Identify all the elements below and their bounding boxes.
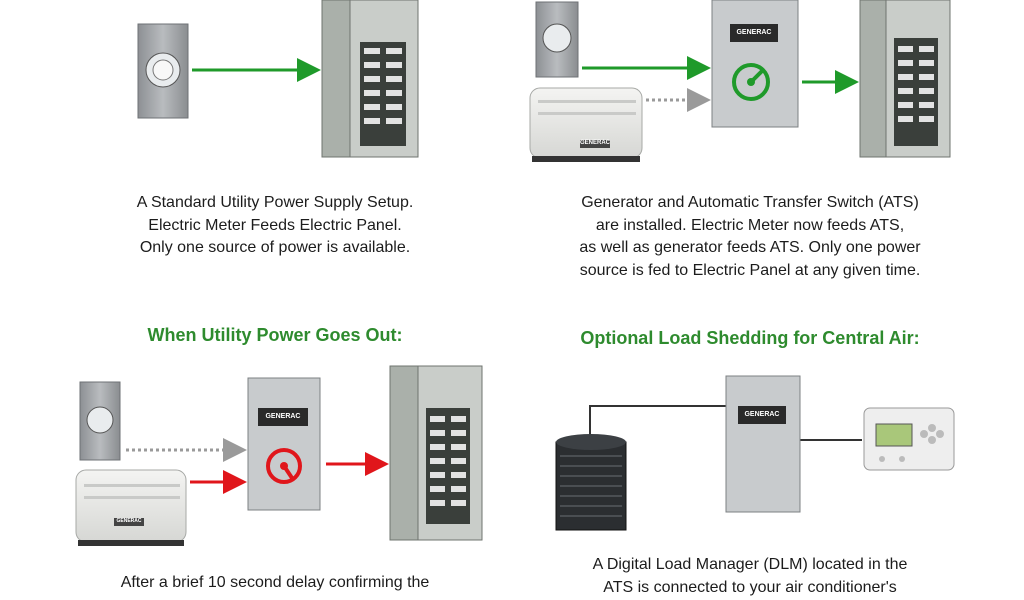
transfer-switch-icon	[248, 378, 320, 510]
transfer-switch-icon	[712, 0, 798, 127]
thermostat-icon	[864, 408, 954, 470]
transfer-switch-icon	[726, 376, 800, 512]
brand-label: GENERAC	[114, 518, 144, 524]
air-conditioner-icon	[556, 434, 626, 530]
electric-meter-icon	[138, 24, 188, 118]
caption-dlm: A Digital Load Manager (DLM) located in …	[520, 554, 980, 599]
caption-standard-setup: A Standard Utility Power Supply Setup. E…	[70, 192, 480, 260]
electric-meter-icon	[536, 2, 578, 77]
heading-power-outage: When Utility Power Goes Out:	[60, 325, 490, 346]
brand-label: GENERAC	[738, 411, 786, 418]
breaker-panel-icon	[860, 0, 950, 157]
caption-outage: After a brief 10 second delay confirming…	[60, 572, 490, 595]
brand-label: GENERAC	[574, 140, 616, 146]
heading-load-shedding: Optional Load Shedding for Central Air:	[520, 328, 980, 349]
breaker-panel-icon	[322, 0, 418, 157]
breaker-panel-icon	[390, 366, 482, 540]
brand-label: GENERAC	[258, 413, 308, 420]
electric-meter-icon	[80, 382, 120, 460]
generator-icon	[76, 470, 186, 546]
caption-ats-setup: Generator and Automatic Transfer Switch …	[520, 192, 980, 282]
generator-icon	[530, 88, 642, 162]
brand-label: GENERAC	[730, 29, 778, 36]
